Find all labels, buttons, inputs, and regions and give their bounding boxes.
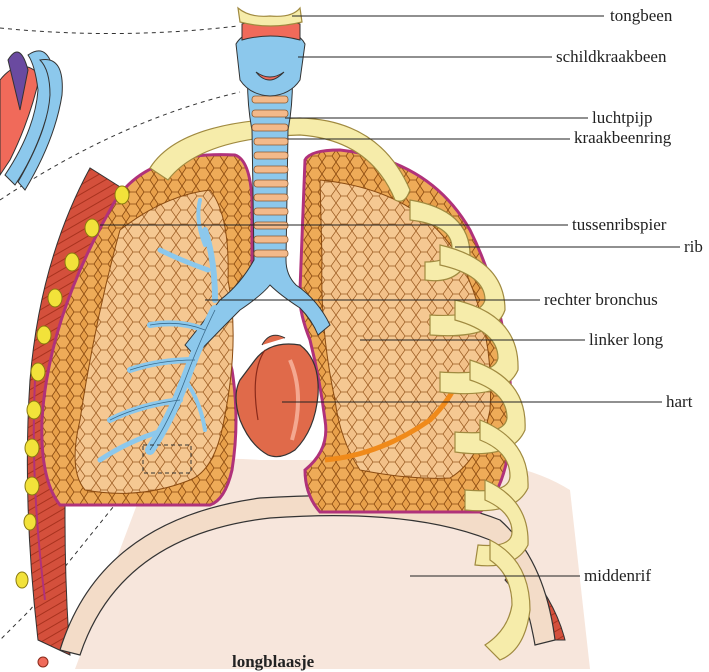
alveolus-icon — [38, 657, 48, 667]
label-rib: rib — [684, 237, 703, 257]
dashed-guide-upper — [0, 26, 238, 34]
label-luchtpijp: luchtpijp — [592, 108, 652, 128]
label-middenrif: middenrif — [584, 566, 651, 586]
label-tongbeen: tongbeen — [610, 6, 672, 26]
heart — [236, 335, 318, 456]
label-tussenribspier: tussenribspier — [572, 215, 666, 235]
hyoid-bone — [238, 8, 302, 26]
label-rechter-bronchus: rechter bronchus — [544, 290, 658, 310]
label-kraakbeenring: kraakbeenring — [574, 128, 671, 148]
label-linker-long: linker long — [589, 330, 663, 350]
label-longblaasje: longblaasje — [232, 652, 314, 672]
label-schildkraakbeen: schildkraakbeen — [556, 47, 666, 67]
inset-larynx-partial — [0, 51, 62, 190]
label-hart: hart — [666, 392, 692, 412]
